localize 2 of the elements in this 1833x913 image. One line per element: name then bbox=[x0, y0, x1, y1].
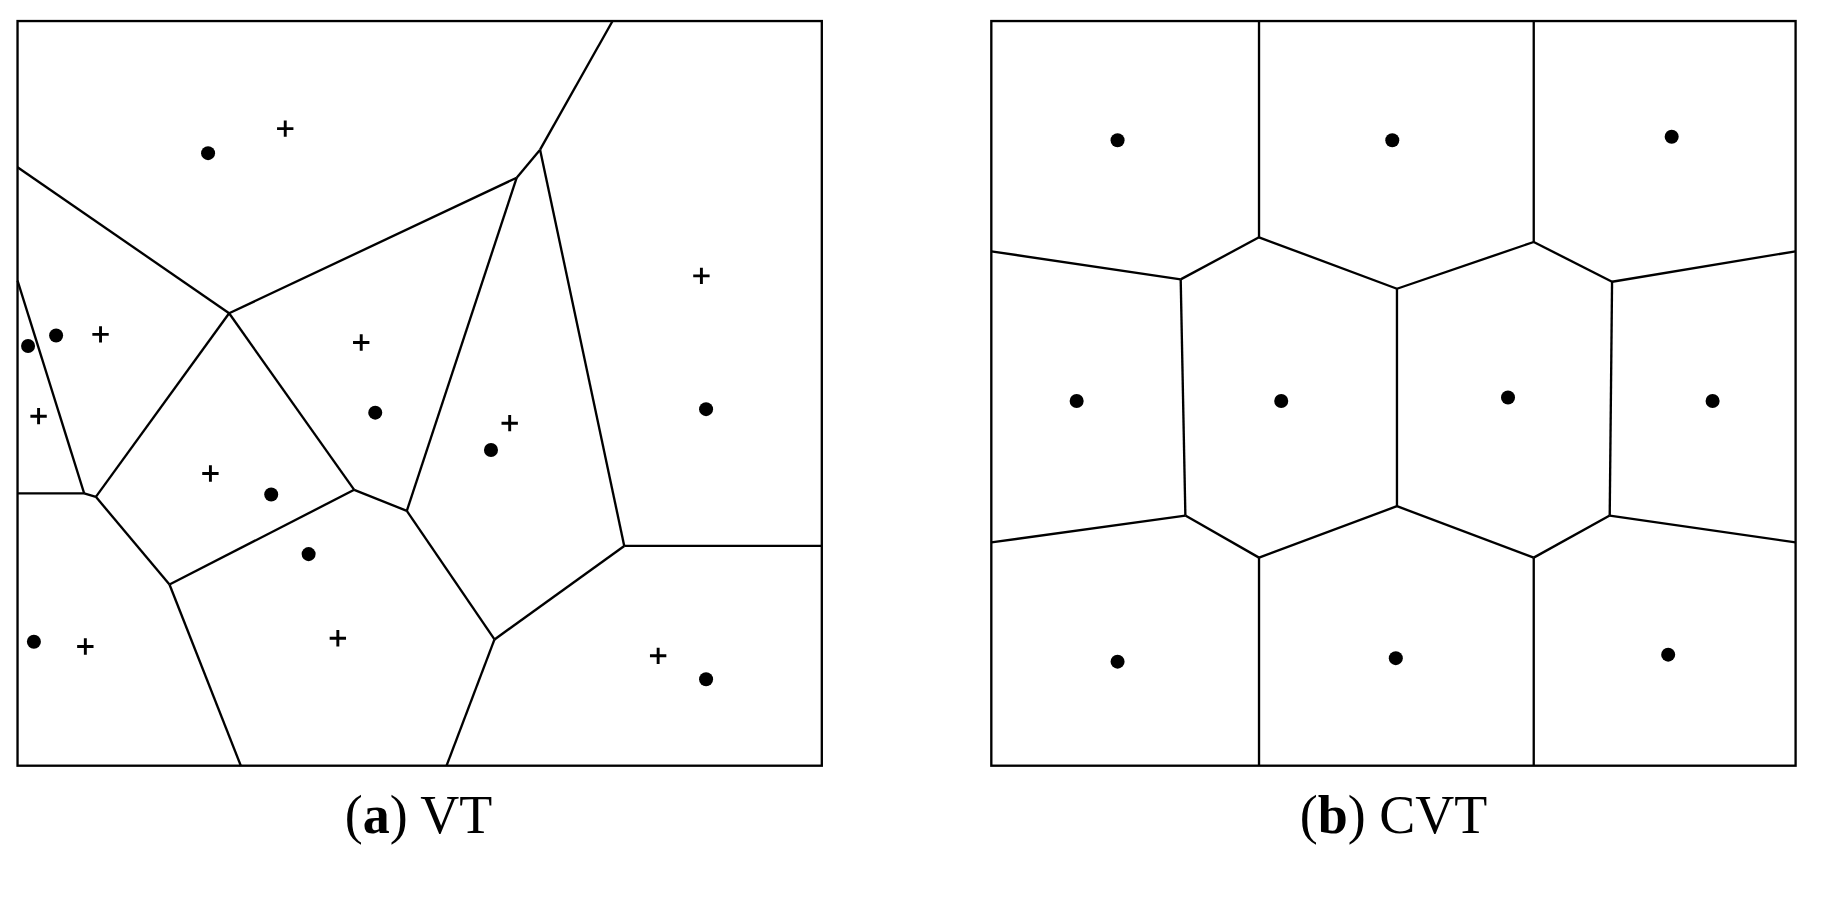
figure-caption: (b) CVT bbox=[1299, 785, 1488, 845]
figure-caption: (a) VT bbox=[344, 785, 493, 845]
